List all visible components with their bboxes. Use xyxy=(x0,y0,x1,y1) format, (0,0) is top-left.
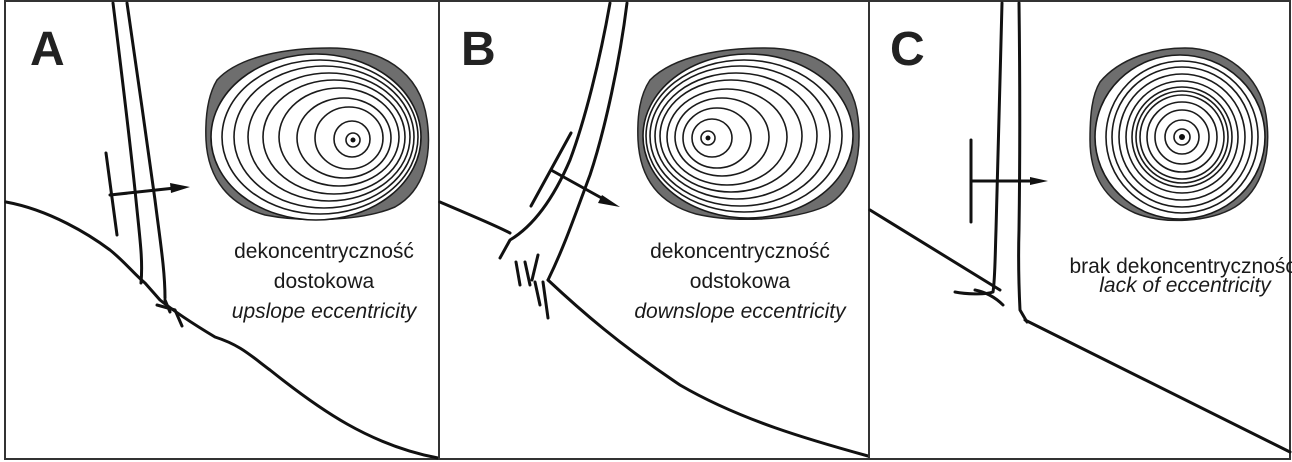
panel-a-caption-english: upslope eccentricity xyxy=(232,300,418,323)
panel-b-letter: B xyxy=(461,23,496,76)
panel-c: C xyxy=(869,1,1292,459)
panel-b-caption-line1: dekoncentryczność xyxy=(650,240,830,263)
panel-b: B xyxy=(439,1,869,459)
panel-a-caption-line1: dekoncentryczność xyxy=(234,240,414,263)
panel-a-caption-line2: dostokowa xyxy=(274,270,375,293)
panel-b-caption-english: downslope eccentricity xyxy=(634,300,847,323)
panel-a: A dekon xyxy=(5,1,439,459)
panel-a-cross-section xyxy=(206,48,429,220)
panel-c-letter: C xyxy=(890,23,925,76)
panel-c-cross-section xyxy=(1090,48,1268,220)
panel-a-letter: A xyxy=(30,23,65,76)
panel-c-caption-english: lack of eccentricity xyxy=(1099,274,1272,297)
panel-b-cross-section xyxy=(638,48,859,219)
panel-b-caption-line2: odstokowa xyxy=(690,270,791,293)
